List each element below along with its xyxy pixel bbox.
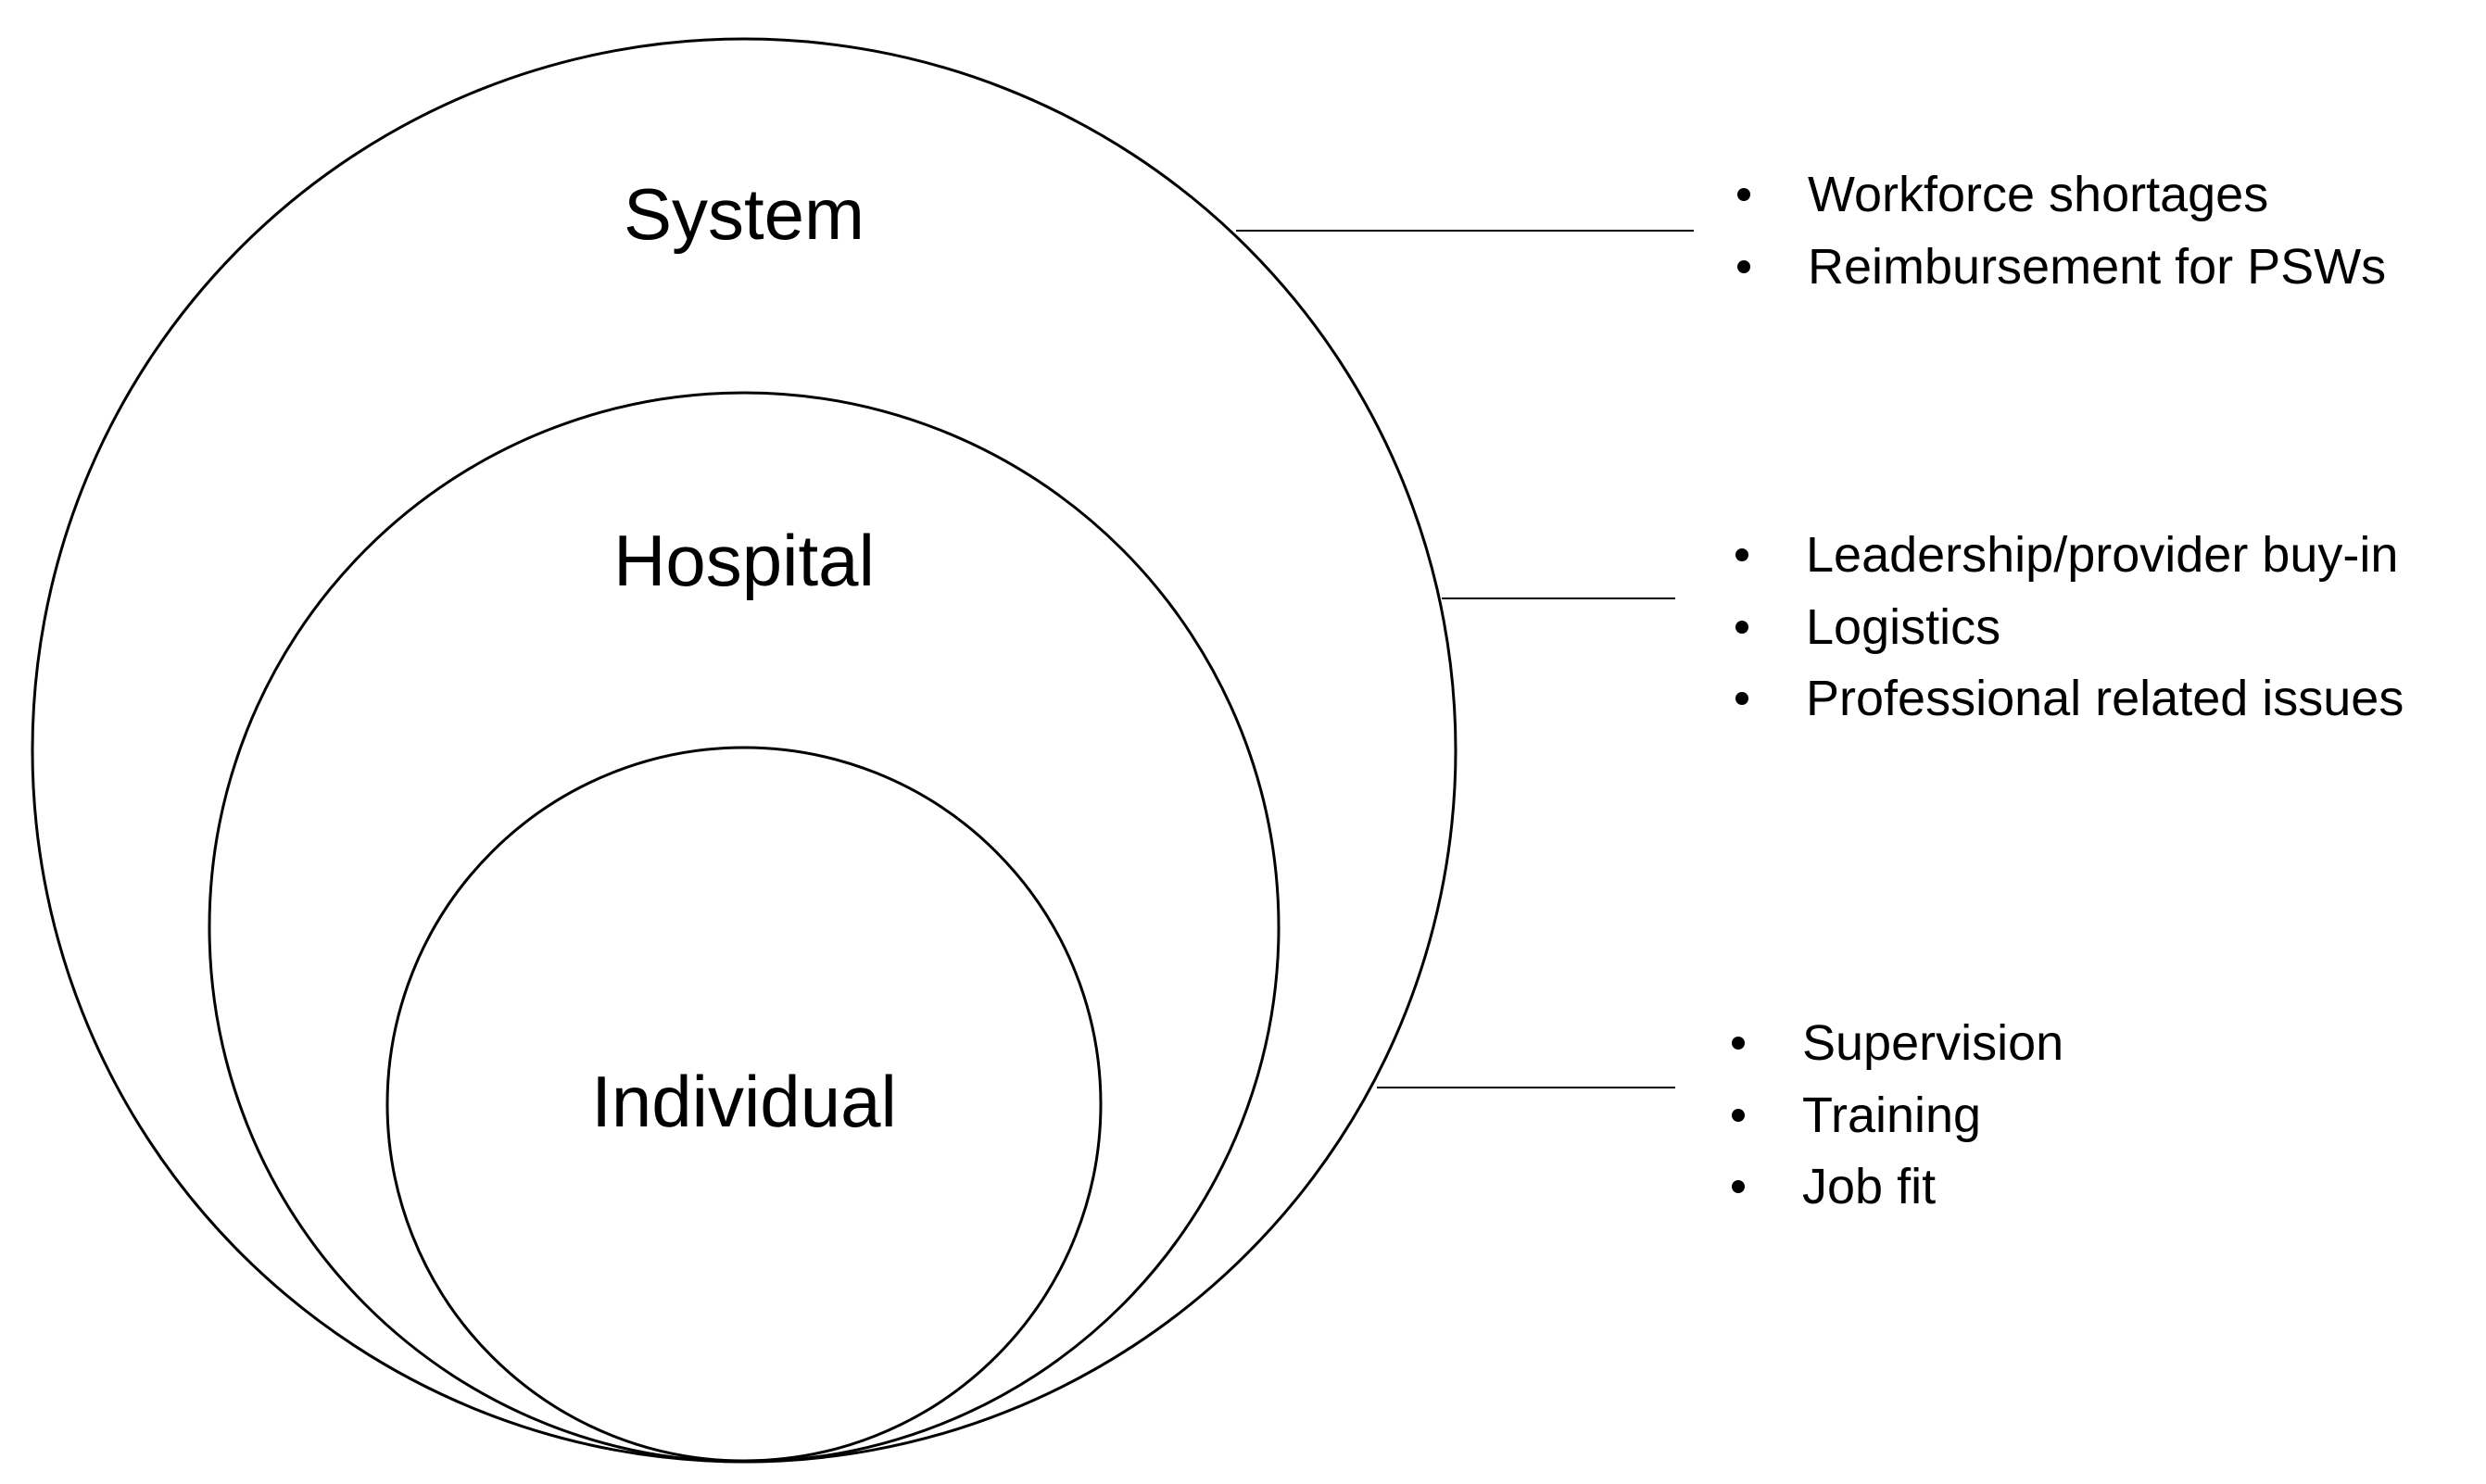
bullet-dot (1737, 188, 1750, 201)
bullet-dot (1737, 260, 1750, 273)
hospital-title: Hospital (613, 520, 875, 601)
individual-item-3: Job fit (1802, 1159, 1936, 1214)
bullet-dot (1732, 1037, 1745, 1050)
individual-title: Individual (591, 1061, 897, 1142)
hospital-item-1: Leadership/provider buy-in (1806, 527, 2398, 583)
hospital-item-2: Logistics (1806, 599, 2000, 655)
individual-item-2: Training (1802, 1088, 1981, 1143)
hospital-item-3: Professional related issues (1806, 671, 2404, 726)
system-item-2: Reimbursement for PSWs (1808, 239, 2386, 295)
bullet-dot (1735, 548, 1748, 561)
bullet-dot (1732, 1180, 1745, 1193)
system-item-1: Workforce shortages (1808, 167, 2268, 222)
individual-item-1: Supervision (1802, 1015, 2063, 1071)
individual-bullet-list: Supervision Training Job fit (1732, 1015, 2063, 1214)
hospital-bullet-list: Leadership/provider buy-in Logistics Pro… (1735, 527, 2404, 726)
system-title: System (624, 173, 864, 255)
bullet-dot (1732, 1109, 1745, 1122)
system-bullet-list: Workforce shortages Reimbursement for PS… (1737, 167, 2386, 295)
individual-circle (385, 746, 1103, 1463)
bullet-dot (1735, 692, 1748, 705)
bullet-dot (1735, 621, 1748, 634)
